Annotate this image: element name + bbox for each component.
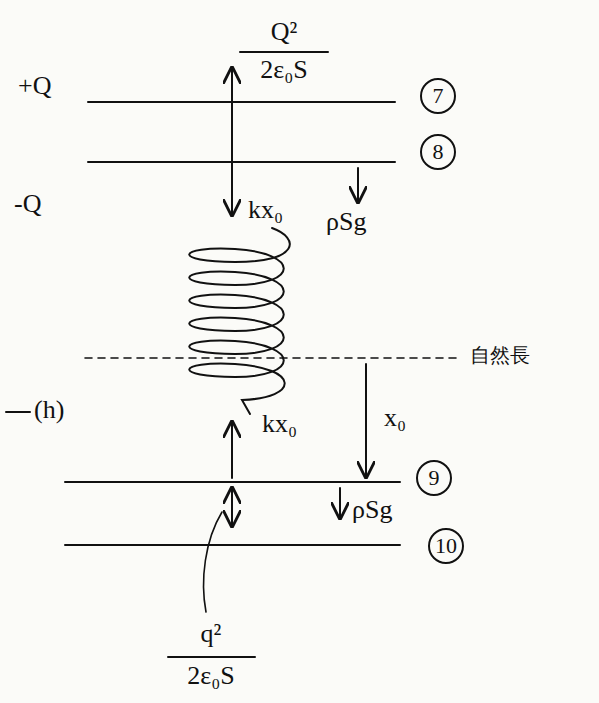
natural-length-line xyxy=(85,357,462,359)
force-arrow xyxy=(231,68,233,215)
quantity-label: 2ε₀S xyxy=(260,56,307,85)
quantity-label: x₀ xyxy=(384,404,406,433)
quantity-label: -Q xyxy=(14,190,41,219)
callout-circle: 8 xyxy=(420,134,456,170)
spring xyxy=(189,228,290,414)
callout-number: 9 xyxy=(429,467,440,489)
quantity-label: +Q xyxy=(18,72,51,101)
quantity-label: (h) xyxy=(34,396,64,425)
callout-circle: 10 xyxy=(428,528,464,564)
callout-circle: 9 xyxy=(416,460,452,496)
dash xyxy=(6,411,30,413)
quantity-label: kx₀ xyxy=(262,410,297,439)
plate xyxy=(65,544,400,546)
force-arrow xyxy=(357,168,359,202)
callout-number: 10 xyxy=(435,535,457,557)
quantity-label: ρSg xyxy=(326,208,366,237)
force-arrow xyxy=(231,488,233,526)
fraction-bar xyxy=(168,656,255,658)
quantity-label: Q² xyxy=(271,18,298,47)
callout-number: 7 xyxy=(433,85,444,107)
annotation: 自然長 xyxy=(470,344,530,366)
callout-number: 8 xyxy=(433,141,444,163)
plate xyxy=(88,101,395,103)
quantity-label: q² xyxy=(201,620,222,649)
plate xyxy=(88,161,395,163)
displacement-arrow xyxy=(365,364,367,477)
force-arrow xyxy=(231,422,233,478)
force-arrow xyxy=(339,488,341,518)
leader-line xyxy=(204,512,222,612)
plate xyxy=(65,481,400,483)
quantity-label: 2ε₀S xyxy=(187,662,234,691)
callout-circle: 7 xyxy=(420,78,456,114)
quantity-label: ρSg xyxy=(352,496,392,525)
quantity-label: kx₀ xyxy=(248,196,283,225)
fraction-bar xyxy=(240,51,328,53)
